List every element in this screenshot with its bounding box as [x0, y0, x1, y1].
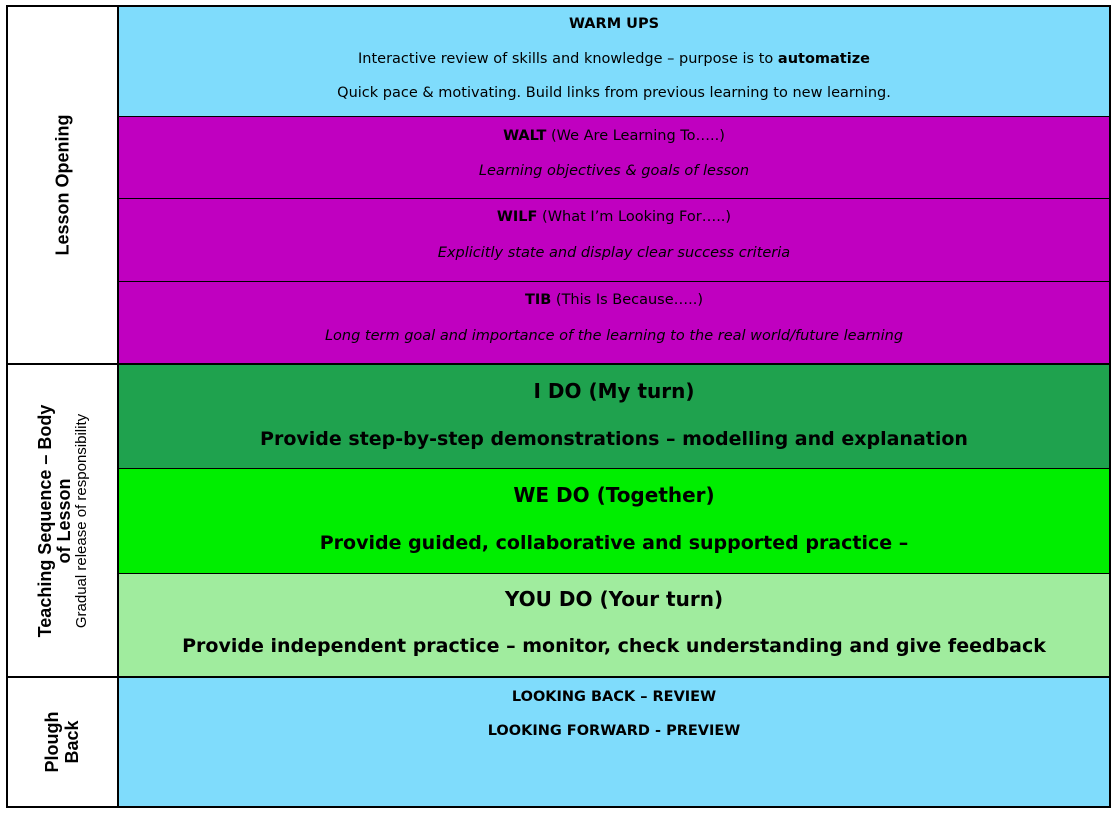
plough-back-row: LOOKING BACK – REVIEW LOOKING FORWARD - …: [119, 678, 1109, 806]
wilf-description: Explicitly state and display clear succe…: [437, 245, 791, 261]
wilf-heading: WILF (What I’m Looking For…..): [496, 209, 732, 225]
i-do-row: I DO (My turn) Provide step-by-step demo…: [119, 365, 1109, 469]
we-do-description: Provide guided, collaborative and suppor…: [319, 532, 909, 554]
warm-ups-line2: Quick pace & motivating. Build links fro…: [337, 85, 891, 101]
lesson-structure-table: Lesson Opening Teaching Sequence – Body …: [6, 5, 1111, 808]
i-do-title: I DO (My turn): [533, 379, 695, 403]
plough-back-line1: Plough: [41, 711, 62, 773]
you-do-row: YOU DO (Your turn) Provide independent p…: [119, 574, 1109, 676]
warm-ups-row: WARM UPS Interactive review of skills an…: [119, 7, 1109, 117]
you-do-title: YOU DO (Your turn): [504, 587, 724, 611]
teaching-sequence-title-line2: of Lesson: [53, 477, 74, 564]
we-do-row: WE DO (Together) Provide guided, collabo…: [119, 469, 1109, 574]
sidebar-plough-back: Plough Back: [8, 678, 119, 806]
looking-forward-text: LOOKING FORWARD - PREVIEW: [487, 723, 741, 739]
walt-heading: WALT (We Are Learning To…..): [503, 128, 725, 144]
looking-back-text: LOOKING BACK – REVIEW: [511, 689, 717, 705]
lesson-opening-label: Lesson Opening: [52, 114, 72, 256]
sidebar-lesson-opening: Lesson Opening: [8, 7, 119, 363]
teaching-sequence-label: Teaching Sequence – Body of Lesson Gradu…: [34, 404, 90, 637]
tib-heading: TIB (This Is Because…..): [524, 292, 704, 308]
warm-ups-line1: Interactive review of skills and knowled…: [358, 51, 870, 67]
we-do-title: WE DO (Together): [513, 483, 715, 507]
section-divider: [8, 676, 1109, 678]
walt-description: Learning objectives & goals of lesson: [478, 163, 750, 179]
tib-description: Long term goal and importance of the lea…: [324, 328, 904, 344]
plough-back-label: Plough Back: [41, 711, 83, 773]
i-do-description: Provide step-by-step demonstrations – mo…: [260, 428, 968, 450]
teaching-sequence-title-line1: Teaching Sequence – Body: [34, 404, 55, 637]
wilf-row: WILF (What I’m Looking For…..) Explicitl…: [119, 199, 1109, 282]
walt-row: WALT (We Are Learning To…..) Learning ob…: [119, 117, 1109, 199]
sidebar-teaching-sequence: Teaching Sequence – Body of Lesson Gradu…: [8, 365, 119, 676]
warm-ups-title: WARM UPS: [568, 16, 660, 32]
tib-row: TIB (This Is Because…..) Long term goal …: [119, 282, 1109, 363]
teaching-sequence-subtitle: Gradual release of responsibility: [72, 413, 90, 628]
you-do-description: Provide independent practice – monitor, …: [182, 635, 1046, 657]
plough-back-line2: Back: [61, 720, 82, 764]
section-divider: [8, 363, 1109, 365]
